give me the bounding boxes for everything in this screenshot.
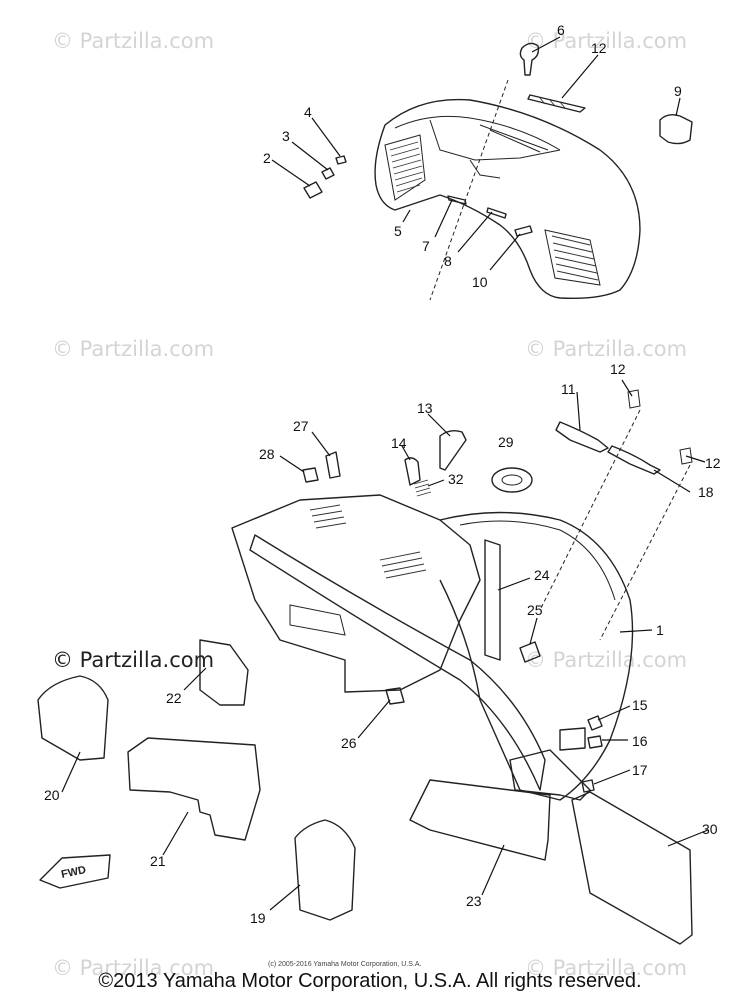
small-copyright: (c) 2005-2016 Yamaha Motor Corporation, … — [268, 961, 421, 968]
callout-15: 14 — [391, 435, 407, 451]
watermark: © Partzilla.com — [52, 956, 214, 980]
callout-6: 6 — [557, 22, 565, 38]
callout-29: 28 — [259, 446, 275, 462]
right-vent-grille — [544, 229, 601, 286]
pad-part-23 — [199, 639, 249, 706]
left-vent-grille — [384, 134, 426, 201]
leader-lines — [61, 36, 709, 911]
callout-17: 16 — [632, 733, 648, 749]
callout-7: 7 — [422, 238, 430, 254]
callout-numbers: 6 12 9 4 3 2 5 7 8 10 12 11 13 27 14 29 … — [44, 22, 721, 926]
panel-part-31 — [571, 791, 693, 945]
pad-part-20 — [294, 819, 356, 921]
callout-30: 29 — [498, 434, 514, 450]
watermark: © Partzilla.com — [525, 648, 687, 672]
callout-21: 20 — [44, 787, 60, 803]
upper-small-parts — [303, 42, 693, 237]
callout-24: 23 — [466, 893, 482, 909]
callout-22: 21 — [150, 853, 166, 869]
watermark: © Partzilla.com — [525, 956, 687, 980]
footer-copyright: ©2013 Yamaha Motor Corporation, U.S.A. A… — [98, 970, 642, 992]
callout-11: 11 — [561, 381, 576, 397]
callout-9: 9 — [674, 83, 682, 99]
watermark: © Partzilla.com — [52, 337, 214, 361]
callout-18: 17 — [632, 762, 648, 778]
pad-part-21 — [37, 675, 109, 761]
callout-8: 8 — [444, 253, 452, 269]
callout-32: 32 — [448, 471, 464, 487]
main-small-parts — [302, 389, 693, 793]
callout-23: 22 — [166, 690, 182, 706]
callout-27: 26 — [341, 735, 357, 751]
callout-19: 18 — [698, 484, 714, 500]
callout-4: 4 — [304, 104, 312, 120]
callout-12-top: 12 — [610, 361, 626, 377]
callout-2: 2 — [263, 150, 271, 166]
bar-part-24 — [409, 779, 551, 861]
watermark: © Partzilla.com — [52, 29, 214, 53]
callout-10: 10 — [472, 274, 488, 290]
callout-12-right: 12 — [705, 455, 721, 471]
watermark-layer: © Partzilla.com © Partzilla.com © Partzi… — [52, 29, 687, 980]
callout-13: 12 — [591, 40, 607, 56]
callout-28: 27 — [293, 418, 309, 434]
fwd-label: FWD — [60, 864, 87, 881]
callout-3: 3 — [282, 128, 290, 144]
callout-1: 1 — [656, 622, 664, 638]
watermark-dark: © Partzilla.com — [52, 648, 214, 672]
pad-part-22 — [127, 737, 261, 841]
top-shroud-part-5 — [374, 98, 641, 300]
callout-16: 15 — [632, 697, 648, 713]
callout-26: 25 — [527, 602, 543, 618]
callout-20: 19 — [250, 910, 266, 926]
callout-14: 13 — [417, 400, 433, 416]
callout-31: 30 — [702, 821, 718, 837]
callout-5: 5 — [394, 223, 402, 239]
watermark: © Partzilla.com — [525, 337, 687, 361]
fwd-arrow: FWD — [39, 854, 111, 889]
callout-25: 24 — [534, 567, 550, 583]
